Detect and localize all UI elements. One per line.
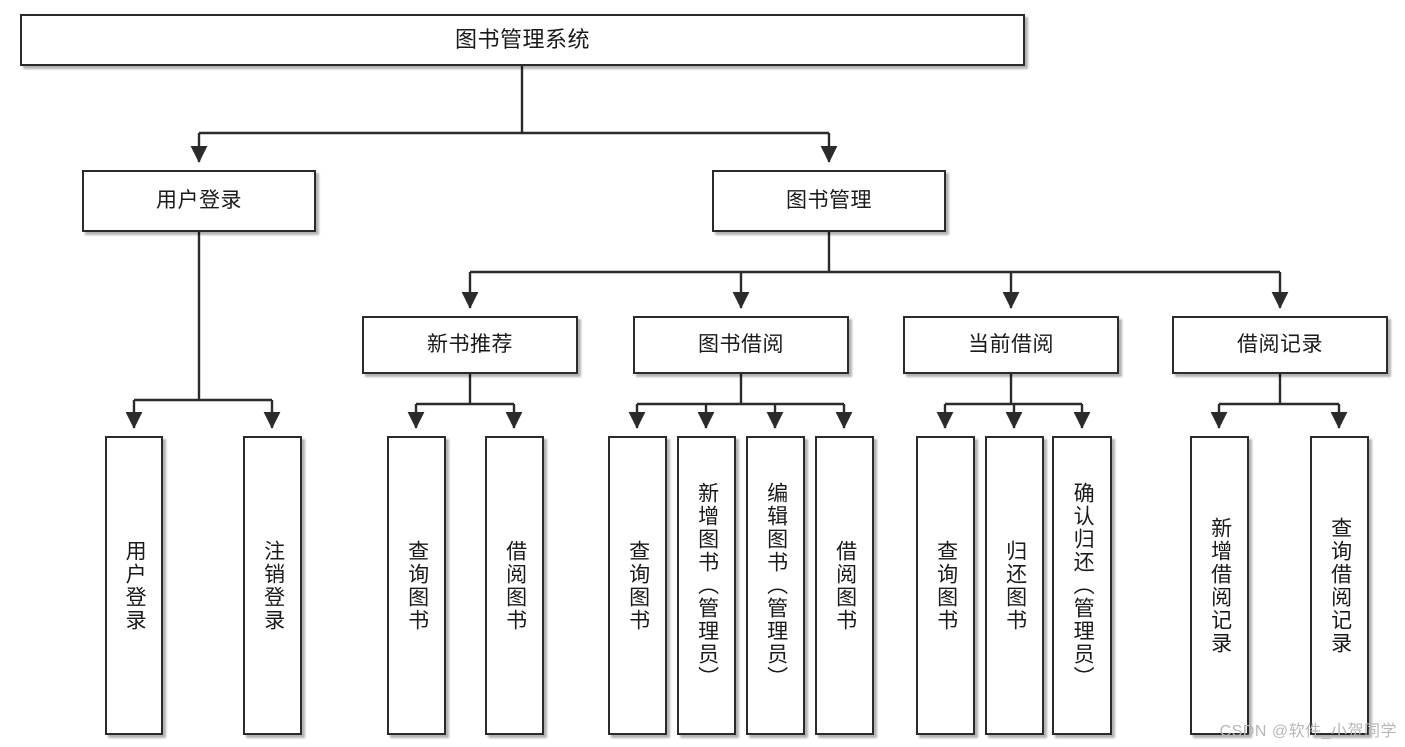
node-leaf-return-book[interactable]: 归还图书	[985, 436, 1044, 735]
node-leaf-query-book-3-label: 查询图书	[934, 539, 958, 632]
node-book-manage[interactable]: 图书管理	[712, 170, 946, 232]
node-leaf-edit-book[interactable]: 编辑图书（管理员）	[746, 436, 805, 735]
node-current-borrow[interactable]: 当前借阅	[903, 316, 1119, 374]
node-leaf-add-record[interactable]: 新增借阅记录	[1190, 436, 1249, 735]
node-leaf-add-book[interactable]: 新增图书（管理员）	[677, 436, 736, 735]
node-leaf-edit-book-label: 编辑图书（管理员）	[764, 482, 788, 689]
node-leaf-query-book-2[interactable]: 查询图书	[608, 436, 667, 735]
node-leaf-borrow-book-2-label: 借阅图书	[833, 539, 857, 632]
node-leaf-borrow-book-1[interactable]: 借阅图书	[485, 436, 544, 735]
node-leaf-query-book-1[interactable]: 查询图书	[387, 436, 446, 735]
node-leaf-borrow-book-2[interactable]: 借阅图书	[815, 436, 874, 735]
node-leaf-user-login[interactable]: 用户登录	[105, 436, 163, 735]
node-root[interactable]: 图书管理系统	[20, 14, 1025, 66]
node-leaf-query-book-3[interactable]: 查询图书	[916, 436, 975, 735]
node-leaf-confirm-return-label: 确认归还（管理员）	[1071, 482, 1095, 689]
node-leaf-query-book-2-label: 查询图书	[626, 539, 650, 632]
node-leaf-query-record-label: 查询借阅记录	[1328, 516, 1352, 655]
node-borrow-record-label: 借阅记录	[1237, 333, 1323, 357]
node-user-login[interactable]: 用户登录	[82, 170, 316, 232]
node-leaf-logout-label: 注销登录	[261, 539, 285, 632]
node-leaf-query-record[interactable]: 查询借阅记录	[1310, 436, 1369, 735]
node-leaf-logout[interactable]: 注销登录	[243, 436, 302, 735]
node-leaf-add-book-label: 新增图书（管理员）	[695, 482, 719, 689]
node-leaf-confirm-return[interactable]: 确认归还（管理员）	[1052, 436, 1112, 735]
watermark: CSDN @软件_小贺同学	[1219, 723, 1397, 740]
node-leaf-return-book-label: 归还图书	[1003, 539, 1027, 632]
node-new-book-rec-label: 新书推荐	[427, 333, 513, 357]
node-leaf-query-book-1-label: 查询图书	[405, 539, 429, 632]
node-borrow-record[interactable]: 借阅记录	[1172, 316, 1388, 374]
node-new-book-rec[interactable]: 新书推荐	[362, 316, 578, 374]
node-leaf-user-login-label: 用户登录	[123, 539, 147, 632]
node-book-manage-label: 图书管理	[786, 189, 872, 213]
node-book-borrow-label: 图书借阅	[698, 333, 784, 357]
node-leaf-borrow-book-1-label: 借阅图书	[503, 539, 527, 632]
node-user-login-label: 用户登录	[156, 189, 242, 213]
node-current-borrow-label: 当前借阅	[968, 333, 1054, 357]
node-book-borrow[interactable]: 图书借阅	[633, 316, 849, 374]
node-root-label: 图书管理系统	[454, 26, 590, 52]
node-leaf-add-record-label: 新增借阅记录	[1208, 516, 1232, 655]
